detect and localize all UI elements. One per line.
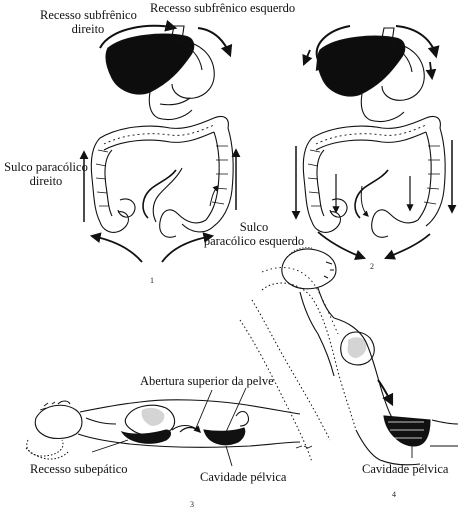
head-4 — [281, 248, 337, 290]
label-left-paracolic-line1: Sulco — [239, 220, 269, 234]
label-left-subphrenic-recess: Recesso subfrênico esquerdo — [150, 1, 296, 15]
label-right-paracolic-gutter: Sulco paracólico direito — [0, 160, 92, 188]
label-right-subphrenic-recess: Recesso subfrênico direito — [40, 8, 137, 36]
label-pelvic-inlet: Abertura superior da pelve — [140, 374, 274, 388]
label-pelvic-cavity-sitting: Cavidade pélvica — [362, 462, 449, 476]
panel-4-sitting-figure — [239, 247, 459, 466]
label-subhepatic-recess: Recesso subepático — [30, 462, 128, 476]
label-right-subphrenic-line2: direito — [71, 22, 105, 36]
pelvic-fluid-3 — [203, 427, 246, 446]
subhepatic-fluid-3 — [120, 429, 172, 444]
panel-number-2: 2 — [370, 262, 374, 271]
pelvic-fluid-4 — [383, 415, 431, 447]
panel-number-3: 3 — [190, 500, 194, 509]
head-3 — [34, 404, 83, 440]
liver-1 — [105, 33, 195, 95]
label-left-paracolic-line2: paracólico esquerdo — [203, 234, 305, 248]
label-right-subphrenic-line1: Recesso subfrênico — [40, 8, 137, 22]
panel-2-abdomen — [291, 25, 457, 261]
panel-number-1: 1 — [150, 276, 154, 285]
liver-4 — [340, 331, 375, 366]
panel-3-supine-figure — [25, 387, 413, 467]
label-right-paracolic-line1: Sulco paracólico — [4, 160, 88, 174]
panel-1-abdomen — [79, 19, 241, 263]
panel-number-4: 4 — [392, 490, 396, 499]
label-pelvic-cavity-supine: Cavidade pélvica — [200, 470, 287, 484]
liver-2 — [317, 35, 406, 97]
label-left-paracolic-gutter: Sulco paracólico esquerdo — [196, 220, 312, 248]
label-right-paracolic-line2: direito — [29, 174, 63, 188]
